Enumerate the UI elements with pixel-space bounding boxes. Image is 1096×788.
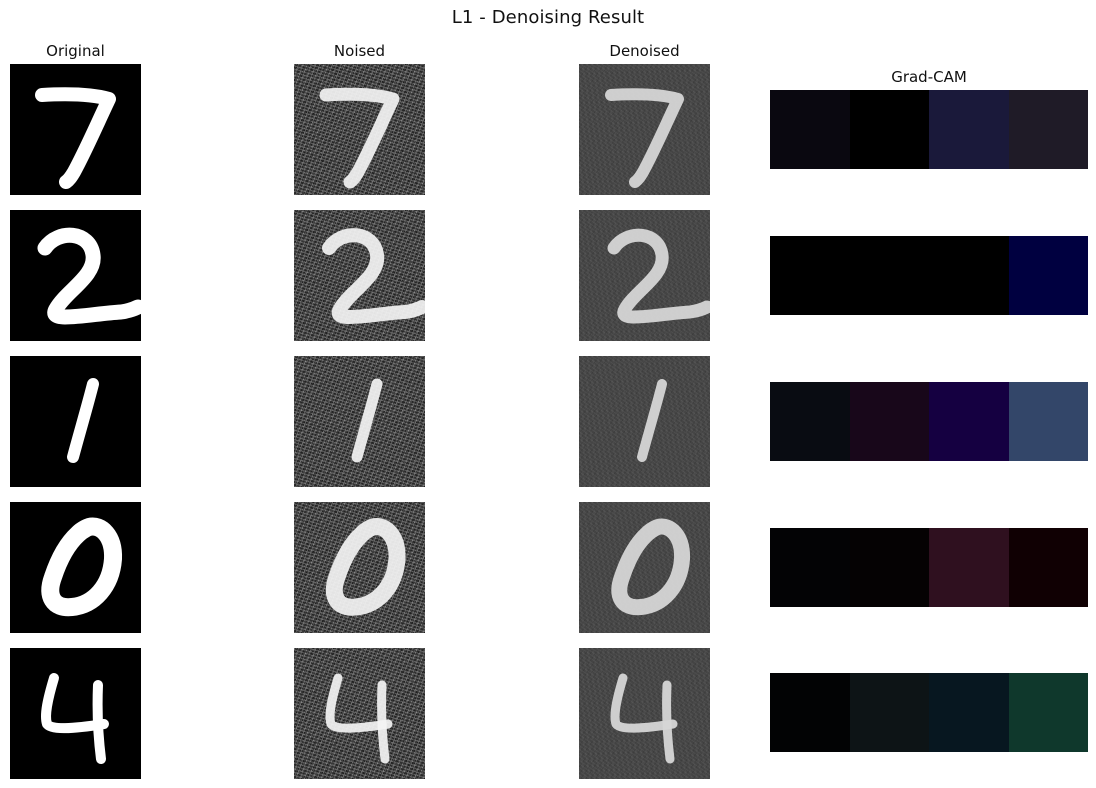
original-image-row-5 [10, 648, 141, 779]
gradcam-cell-4 [1008, 382, 1088, 461]
gradcam-cell-2 [849, 673, 929, 752]
denoised-image-row-5 [579, 648, 710, 779]
noised-image-row-2 [294, 210, 425, 341]
gradcam-cell-1 [770, 673, 850, 752]
digit-one-image [351, 378, 383, 463]
digit-four-image [610, 673, 678, 764]
digit-seven-image [605, 88, 684, 188]
digit-four-image [325, 673, 393, 764]
noised-image-row-5 [294, 648, 425, 779]
gradcam-cell-4 [1008, 528, 1088, 607]
denoised-image-row-4 [579, 502, 710, 633]
gradcam-cell-2 [849, 90, 929, 169]
original-image-row-2 [10, 210, 141, 341]
digit-zero-image [41, 517, 122, 617]
gradcam-cell-2 [849, 382, 929, 461]
digit-two-image [607, 228, 710, 324]
gradcam-heatmap-row-1 [770, 90, 1088, 169]
gradcam-cell-1 [770, 90, 850, 169]
digit-seven-image [35, 87, 116, 189]
original-image-row-3 [10, 356, 141, 487]
noised-image-row-3 [294, 356, 425, 487]
digit-one-image [637, 379, 667, 462]
gradcam-cell-3 [929, 528, 1009, 607]
gradcam-cell-3 [929, 673, 1009, 752]
noised-image-row-4 [294, 502, 425, 633]
figure-title: L1 - Denoising Result [451, 7, 645, 28]
digit-one-image [67, 378, 99, 463]
original-image-row-4 [10, 502, 141, 633]
gradcam-heatmap-row-5 [770, 673, 1088, 752]
gradcam-cell-3 [929, 382, 1009, 461]
gradcam-cell-1 [770, 236, 850, 315]
gradcam-heatmap-row-2 [770, 236, 1088, 315]
column-title-gradcam: Grad-CAM [891, 68, 967, 86]
denoised-image-row-1 [579, 64, 710, 195]
column-title-original: Original [46, 42, 105, 60]
denoised-image-row-3 [579, 356, 710, 487]
digit-seven-image [319, 87, 400, 189]
digit-four-image [40, 673, 109, 764]
noised-image-row-1 [294, 64, 425, 195]
digit-two-image [322, 228, 425, 324]
gradcam-cell-4 [1008, 90, 1088, 169]
column-title-noised: Noised [333, 42, 386, 60]
gradcam-heatmap-row-4 [770, 528, 1088, 607]
denoised-image-row-2 [579, 210, 710, 341]
gradcam-cell-1 [770, 382, 850, 461]
original-image-row-1 [10, 64, 141, 195]
gradcam-cell-4 [1008, 236, 1088, 315]
gradcam-cell-4 [1008, 673, 1088, 752]
digit-zero-image [325, 518, 406, 616]
gradcam-cell-1 [770, 528, 850, 607]
digit-two-image [37, 227, 141, 325]
gradcam-cell-2 [849, 236, 929, 315]
digit-zero-image [611, 518, 690, 616]
gradcam-cell-2 [849, 528, 929, 607]
gradcam-cell-3 [929, 90, 1009, 169]
gradcam-cell-3 [929, 236, 1009, 315]
gradcam-heatmap-row-3 [770, 382, 1088, 461]
column-title-denoised: Denoised [609, 42, 680, 60]
